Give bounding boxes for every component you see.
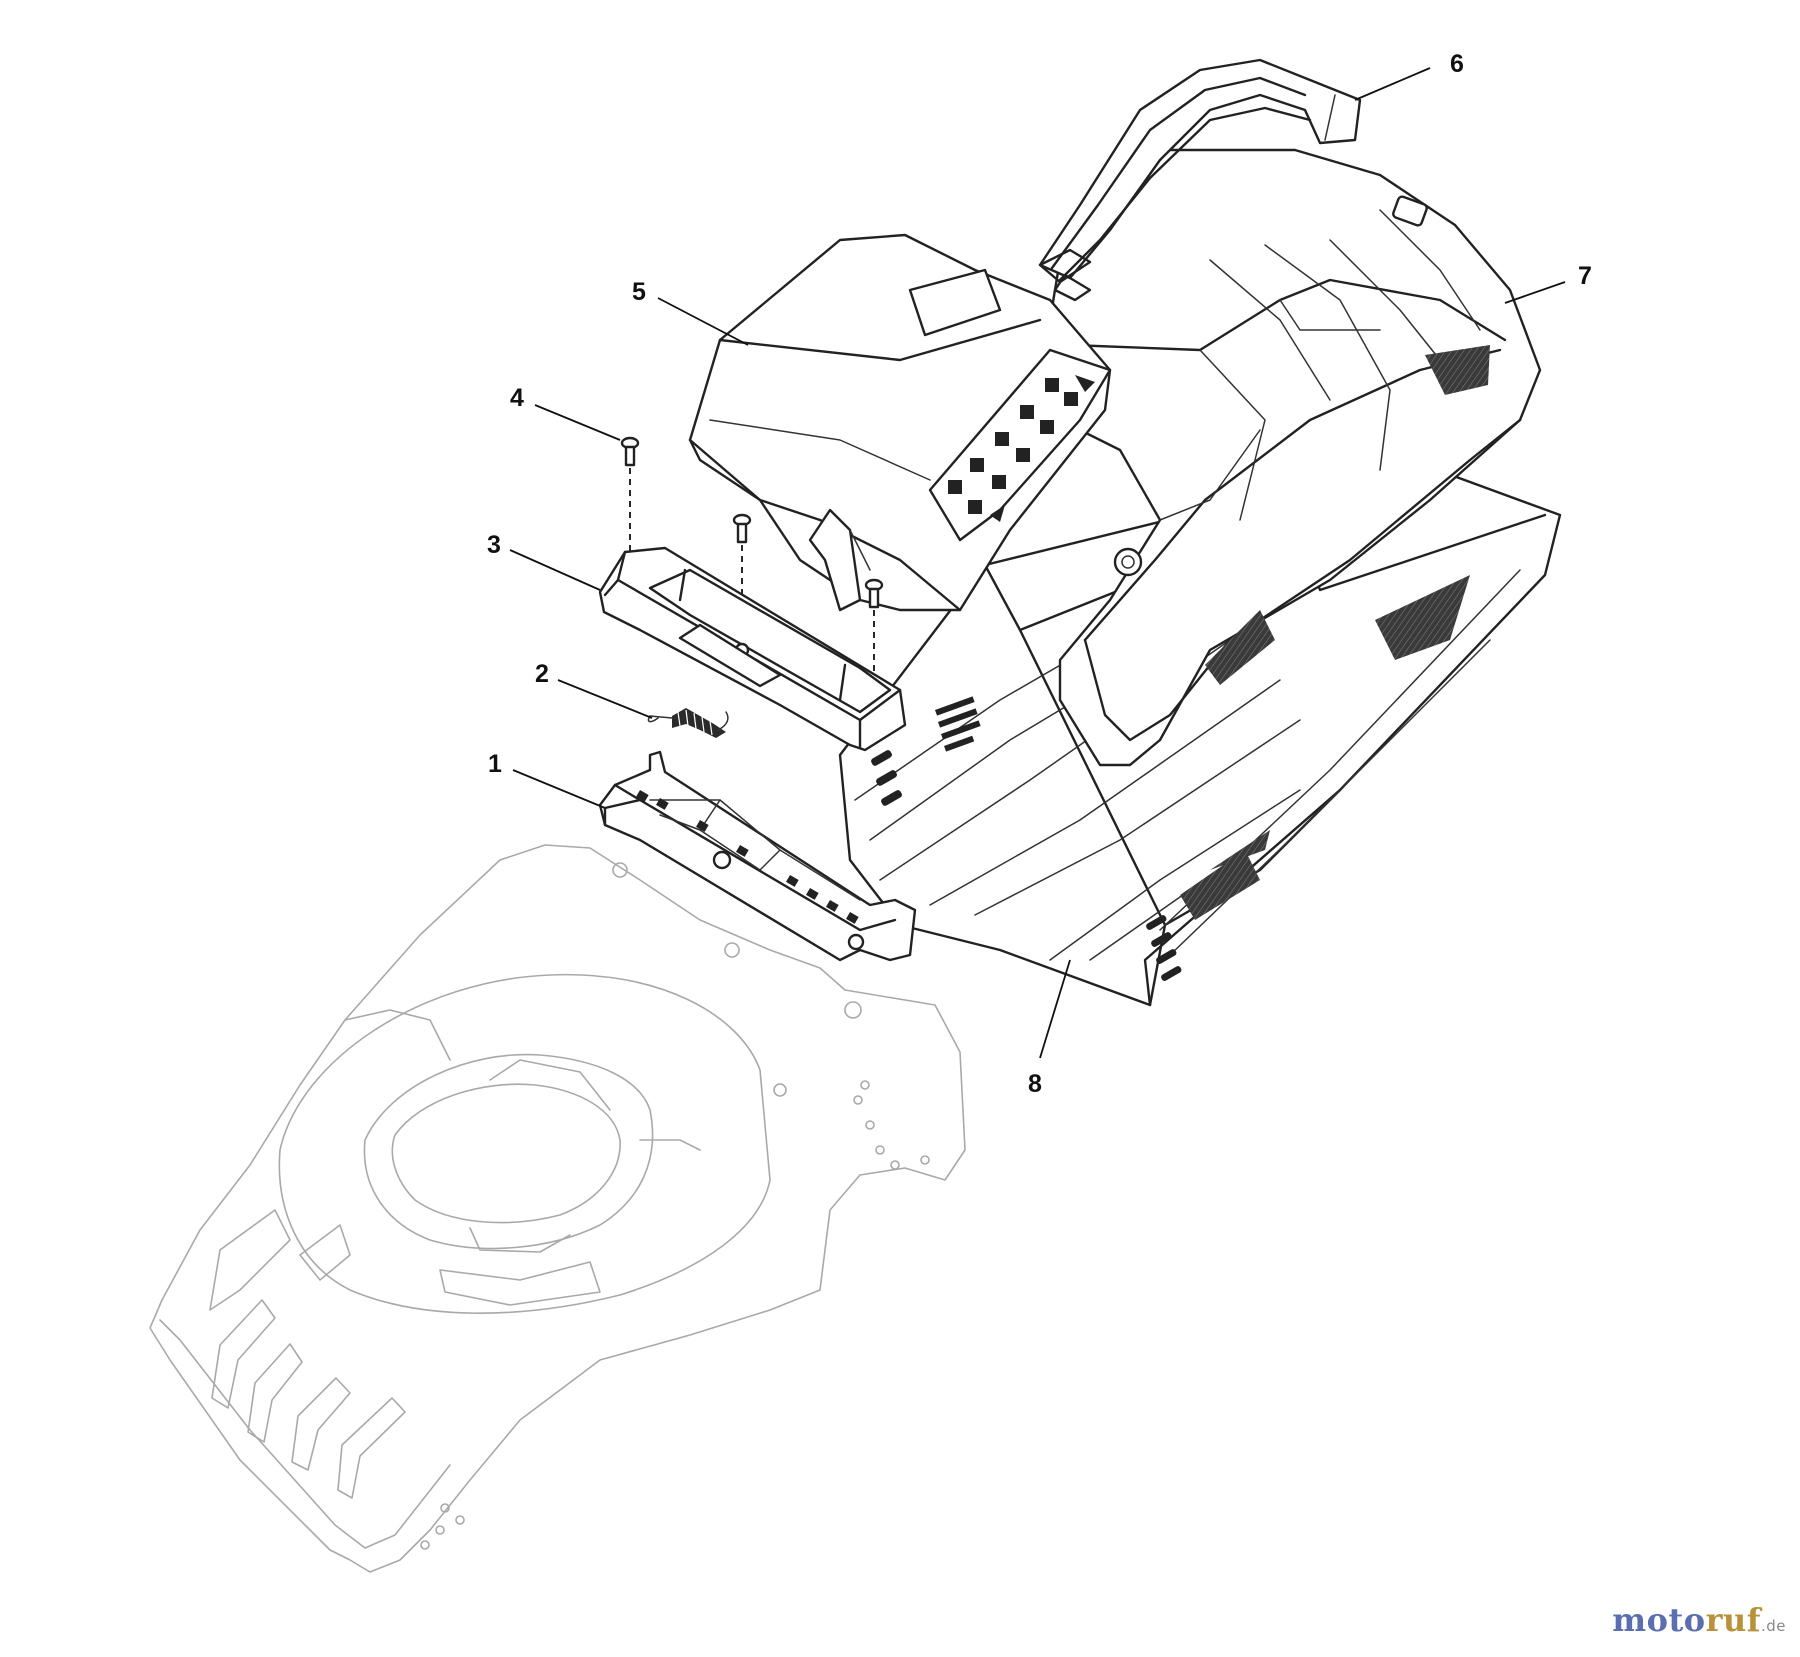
watermark-part1: moto: [1612, 1601, 1706, 1639]
site-watermark: motoruf.de: [1612, 1601, 1786, 1639]
part-7-grass-box-top: [1043, 148, 1542, 767]
part-6-handle: [1038, 58, 1362, 302]
watermark-suffix: .de: [1760, 1617, 1786, 1635]
watermark-part2: ruf: [1705, 1601, 1761, 1639]
callout-1: 1: [488, 750, 502, 778]
callout-3: 3: [487, 531, 501, 559]
callout-2: 2: [535, 660, 549, 688]
callout-8: 8: [1028, 1070, 1042, 1098]
screw-a: [620, 436, 640, 565]
part-1-hinge-bracket: [598, 750, 917, 962]
part-5-rear-flap: [688, 233, 1112, 612]
part-3-hinge-bar: [598, 546, 907, 752]
callout-5: 5: [632, 278, 646, 306]
callout-numbers: 6 7 5 4 3 2 1 8: [487, 50, 1592, 1098]
part-2-spring: [647, 708, 729, 738]
callout-6: 6: [1450, 50, 1464, 78]
leader-lines: [509, 67, 1566, 1059]
callout-7: 7: [1578, 262, 1592, 290]
callout-4: 4: [510, 384, 524, 412]
screw-b: [732, 513, 752, 650]
mower-deck-outline: [149, 844, 966, 1573]
